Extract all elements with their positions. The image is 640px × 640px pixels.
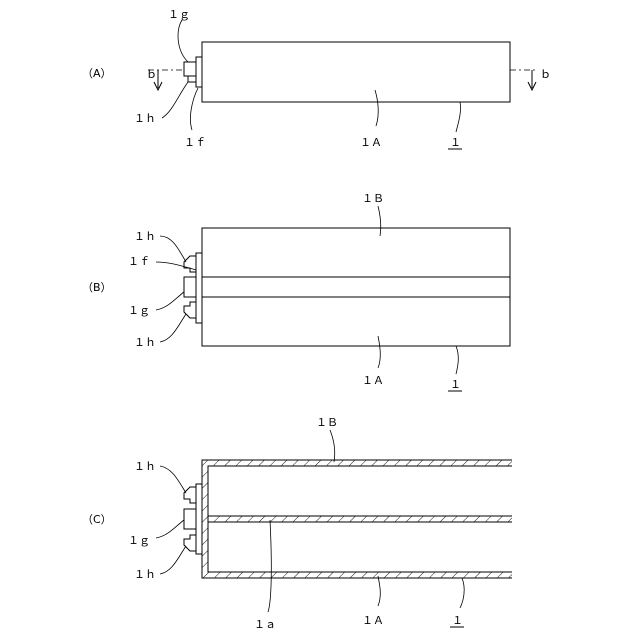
hook-top [184, 487, 196, 503]
connector-flange [196, 57, 202, 87]
tag-1h-bottom: １ｈ [134, 336, 156, 349]
leader-1h-top [160, 466, 186, 493]
connector-tab-g [184, 62, 196, 76]
connector-tab-g [184, 509, 196, 529]
tag-1h-top: １ｈ [134, 460, 156, 473]
tag-1h: １ｈ [134, 112, 156, 125]
leader-1h-bottom [160, 314, 186, 342]
connector-tab-g [184, 277, 196, 297]
tag-1a: １ａ [254, 618, 276, 631]
panel-a-label: （A） [82, 67, 112, 80]
connector-flange [196, 484, 202, 554]
panel-a: （A） ｂ ｂ １ｇ １ｈ １ｆ １Ａ １ [82, 8, 551, 149]
tag-1A: １Ａ [362, 614, 384, 627]
tag-1B: １Ｂ [362, 192, 384, 205]
tag-1h-bottom: １ｈ [134, 568, 156, 581]
leader-1h-bottom [160, 546, 186, 574]
tag-1: １ [450, 378, 461, 391]
tag-1f: １ｆ [128, 255, 150, 268]
tag-1g: １ｇ [128, 534, 150, 547]
tag-1f: １ｆ [184, 136, 206, 149]
connector-tab-inner [188, 76, 196, 82]
leader-1f [190, 88, 198, 130]
panel-body [202, 42, 510, 102]
panel-b: （B） １ｈ １ｆ １ｇ １ｈ １Ｂ １Ａ １ [82, 192, 510, 391]
leader-1 [460, 578, 464, 608]
tag-1A: １Ａ [360, 136, 382, 149]
tag-1B: １Ｂ [316, 416, 338, 429]
hook-bottom [184, 535, 196, 551]
tag-1h-top: １ｈ [134, 230, 156, 243]
leader-1h [162, 82, 188, 118]
section-mark-left: ｂ [146, 68, 157, 81]
leader-1 [456, 346, 458, 374]
leader-1a [268, 520, 271, 612]
hook-bottom [184, 302, 196, 318]
section-mark-right: ｂ [540, 68, 551, 81]
leader-1g [156, 520, 184, 538]
tag-1: １ [452, 614, 463, 627]
panel-c: （C） １ｈ １ｇ １ｈ １Ｂ １ａ １Ａ １ [82, 416, 512, 631]
leader-1g [178, 20, 188, 62]
tag-1g: １ｇ [168, 8, 190, 21]
panel-b-label: （B） [82, 281, 112, 294]
connector-flange [196, 253, 202, 323]
tag-1: １ [450, 136, 461, 149]
leader-1g [156, 292, 184, 310]
leader-1h-top [160, 236, 186, 262]
panel-c-label: （C） [82, 513, 112, 526]
leader-1 [456, 102, 461, 132]
panel-body [202, 228, 510, 346]
leader-1A [378, 576, 380, 606]
leader-1B [330, 430, 335, 462]
tag-1g: １ｇ [128, 304, 150, 317]
tag-1A: １Ａ [362, 374, 384, 387]
divider-hatch [208, 516, 512, 522]
